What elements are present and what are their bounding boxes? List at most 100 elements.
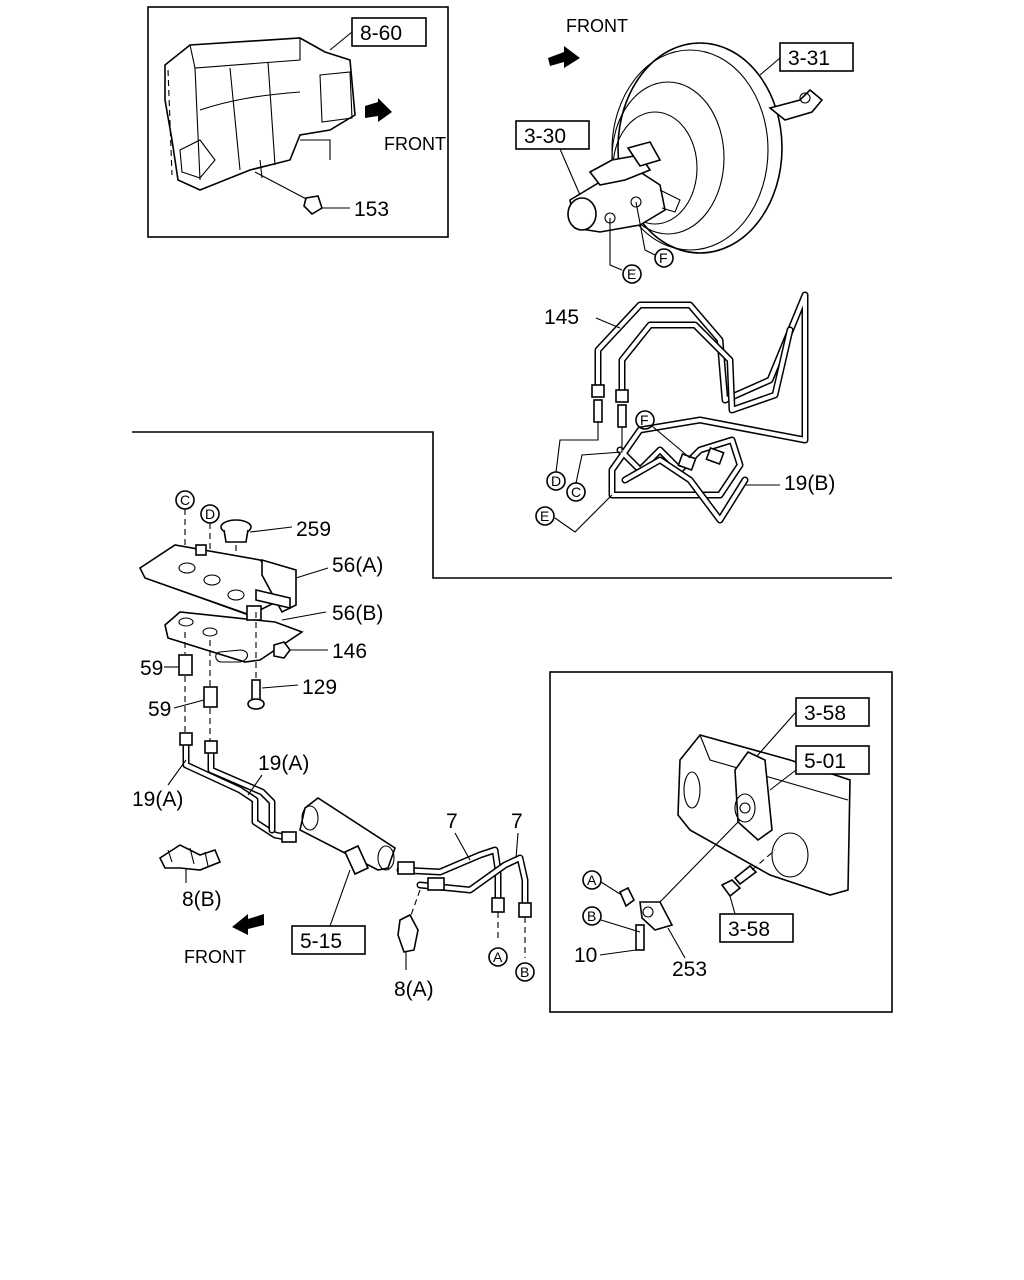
circle-c-mid-label: C — [571, 484, 581, 500]
leader-c-mid — [575, 427, 623, 484]
part-59-bottom: 59 — [148, 698, 171, 721]
master-cylinder-drawing — [567, 141, 681, 233]
circle-d-left-label: D — [205, 506, 215, 522]
part-19b: 19(B) — [784, 472, 835, 495]
ref-3-58-top: 3-58 — [804, 702, 846, 725]
leader-3-30 — [559, 148, 581, 196]
leader-253 — [667, 927, 686, 959]
front-arrow-icon — [365, 98, 392, 122]
circle-c-mid — [566, 482, 586, 502]
circle-c-left-label: C — [180, 492, 190, 508]
ref-3-30: 3-30 — [524, 125, 566, 148]
leader-59-bottom — [173, 699, 205, 709]
part-7-right: 7 — [511, 810, 523, 833]
circle-e-top — [622, 264, 642, 284]
circle-f-mid — [635, 410, 655, 430]
ref-box-3-30 — [515, 120, 590, 150]
front-label-top-left: FRONT — [384, 134, 446, 154]
brake-booster-group: FRONT 3-31 3-30 E F — [515, 16, 854, 284]
bracket-56a-drawing — [138, 544, 297, 616]
part-146: 146 — [332, 640, 367, 663]
clip-8b-drawing — [158, 844, 222, 871]
leader-e-mid — [554, 494, 613, 533]
circle-b-inset — [582, 906, 602, 926]
leader-129 — [261, 684, 299, 689]
part-153: 153 — [354, 198, 389, 221]
circle-d-mid — [546, 471, 566, 491]
heater-unit-drawing — [164, 37, 356, 216]
part-19a-left: 19(A) — [132, 788, 183, 811]
leader-8-60 — [329, 31, 353, 51]
leader-19a-right — [247, 774, 263, 796]
part-19a-right: 19(A) — [258, 752, 309, 775]
ref-8-60: 8-60 — [360, 22, 402, 45]
pipe-145-drawing — [591, 291, 809, 524]
circle-e-mid — [535, 506, 555, 526]
ref-box-3-58-bottom — [719, 913, 794, 943]
leader-e-top — [609, 218, 623, 271]
circle-b-bottom-label: B — [520, 964, 529, 980]
circle-a-bottom-label: A — [493, 949, 503, 965]
frame-bracket-inset: 3-58 5-01 3-58 A B 10 253 — [549, 671, 893, 1013]
leader-56b — [281, 611, 327, 621]
heater-unit-inset: 8-60 FRONT 153 — [147, 6, 449, 238]
circle-d-mid-label: D — [551, 473, 561, 489]
front-arrow-icon — [232, 914, 264, 935]
frame-member-drawing — [299, 797, 396, 876]
part-7-left: 7 — [446, 810, 458, 833]
part-10: 10 — [574, 944, 597, 967]
ref-3-58-bottom: 3-58 — [728, 918, 770, 941]
pipe-19a-drawing — [179, 732, 297, 843]
leader-f-top — [635, 201, 656, 256]
leader-f-mid — [651, 425, 691, 459]
clip-8a-drawing — [397, 889, 421, 953]
leader-3-58-bottom — [729, 895, 736, 915]
part-8a: 8(A) — [394, 978, 434, 1001]
leader-5-01 — [769, 769, 797, 791]
leader-10 — [599, 949, 637, 956]
circle-f-mid-label: F — [640, 412, 649, 428]
part-253: 253 — [672, 958, 707, 981]
ref-box-5-01 — [795, 745, 870, 775]
bracket-assembly: C D 259 56(A) — [132, 490, 535, 1001]
spacer-59-top-drawing — [178, 654, 193, 676]
grommet-259-drawing — [220, 519, 252, 543]
leader-5-15 — [329, 869, 351, 927]
circle-b-inset-label: B — [587, 908, 596, 924]
circle-a-inset — [582, 870, 602, 890]
ref-5-15: 5-15 — [300, 930, 342, 953]
connector-253-drawing — [618, 819, 741, 951]
circle-e-mid-label: E — [540, 508, 549, 524]
spacer-59-bottom-drawing — [203, 686, 218, 708]
section-divider — [132, 431, 892, 579]
leader-3-31 — [759, 57, 781, 76]
part-56a: 56(A) — [332, 554, 383, 577]
part-259: 259 — [296, 518, 331, 541]
leader-3-58-top — [756, 711, 797, 757]
circle-f-top — [654, 248, 674, 268]
circle-e-top-label: E — [627, 266, 636, 282]
leader-259 — [249, 526, 293, 533]
front-label-bottom: FRONT — [184, 947, 246, 967]
leader-56a — [295, 567, 329, 579]
ref-5-01: 5-01 — [804, 750, 846, 773]
leader-19a-left — [167, 759, 187, 786]
leader-7-right — [515, 832, 519, 859]
circle-a-bottom — [488, 947, 508, 967]
bolt-129-drawing — [247, 612, 265, 710]
leader-d-mid — [555, 422, 599, 473]
bolt-3-58-drawing — [720, 849, 776, 898]
ref-box-5-15 — [291, 925, 366, 955]
circle-b-bottom — [515, 962, 535, 982]
inset-frame-top-left — [147, 6, 449, 238]
nut-146-drawing — [273, 641, 291, 659]
circle-f-top-label: F — [659, 250, 668, 266]
ref-box-3-58-top — [795, 697, 870, 727]
leader-145 — [595, 317, 621, 329]
part-56b: 56(B) — [332, 602, 383, 625]
part-145: 145 — [544, 306, 579, 329]
brake-pipe-assembly: 145 F 19(B) D C E — [535, 291, 835, 533]
front-arrow-icon — [548, 46, 580, 68]
leader-7-left — [454, 832, 471, 861]
